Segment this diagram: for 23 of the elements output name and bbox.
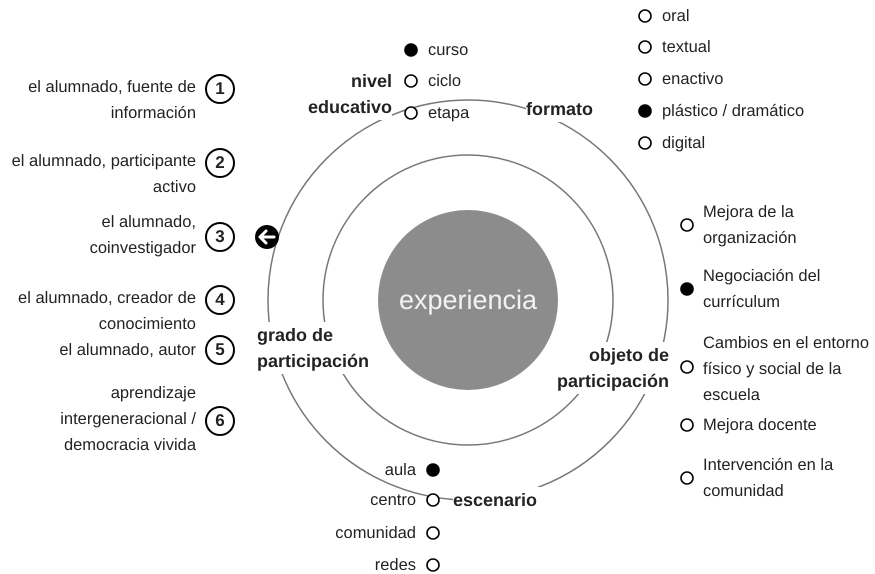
option-label: redes [374, 555, 416, 574]
level-description: aprendizaje intergeneracional / democracia vivida [59, 383, 196, 456]
center-label: experiencia [398, 284, 538, 317]
level-description: el alumnado, coinvestigador [88, 212, 196, 259]
option-label: textual [662, 37, 712, 58]
option-label: oral [662, 6, 691, 27]
level-description: el alumnado, autor [58, 340, 196, 361]
option-label: enactivo [662, 69, 724, 90]
option-label: ciclo [428, 71, 462, 92]
option-label: Negociación del currículum [703, 266, 822, 313]
option-label: comunidad [334, 523, 416, 544]
option-label: curso [428, 40, 470, 61]
option-label: Cambios en el entorno físico y social de la escuela [703, 333, 870, 406]
option-label: aula [384, 460, 416, 481]
option-label: plástico / dramático [662, 101, 806, 122]
option-label: Intervención en la comunidad [703, 455, 834, 502]
option-label: Mejora docente [703, 415, 818, 436]
option-label: etapa [428, 103, 470, 124]
level-description: el alumnado, participante activo [10, 151, 196, 198]
option-label: centro [369, 490, 416, 511]
option-label: Mejora de la organización [703, 202, 798, 249]
level-description: el alumnado, fuente de información [27, 77, 196, 124]
option-label: digital [662, 133, 706, 154]
